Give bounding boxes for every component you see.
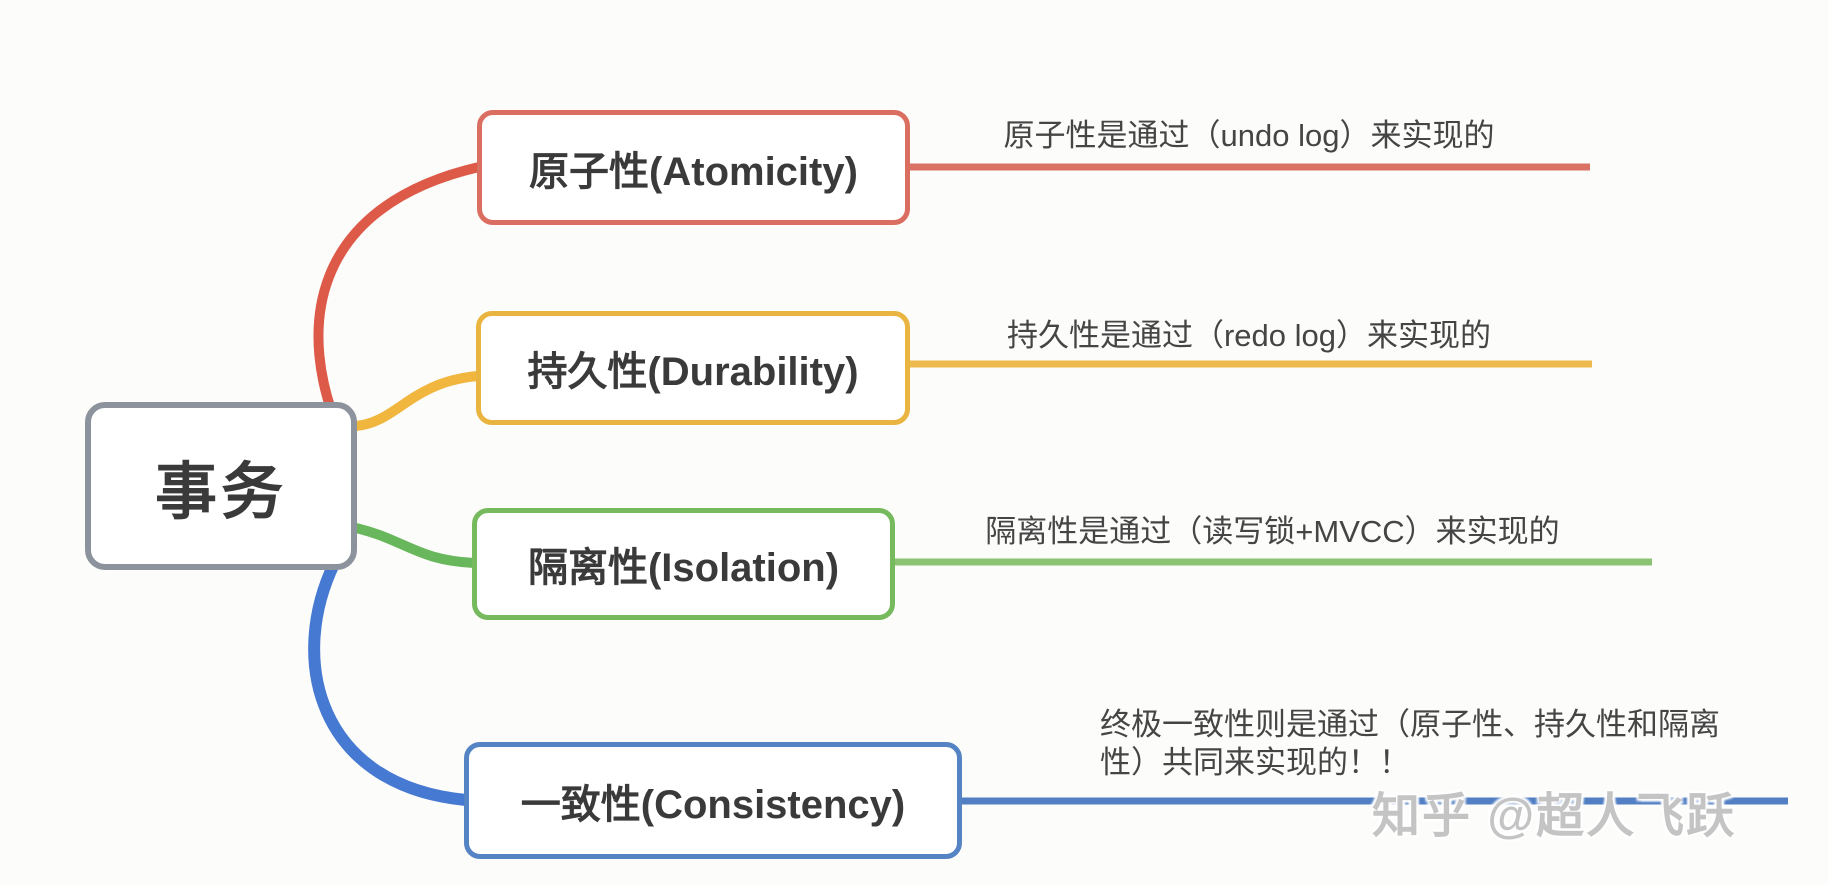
- node-isolation-label: 隔离性(Isolation): [527, 546, 840, 590]
- note-isolation: 隔离性是通过（读写锁+MVCC）来实现的: [985, 514, 1560, 549]
- node-consistency-label: 一致性(Consistency): [520, 782, 906, 827]
- branch-curve-atomicity: [313, 162, 484, 443]
- branch-curve-consistency: [308, 558, 472, 806]
- node-atomicity: 原子性(Atomicity): [477, 110, 910, 225]
- note-consistency: 终极一致性则是通过（原子性、持久性和隔离性）共同来实现的！！: [1100, 707, 1720, 780]
- root-node-label: 事务: [154, 458, 287, 527]
- node-durability-label: 持久性(Durability): [527, 350, 859, 394]
- zhihu-watermark: 知乎 @超人飞跃: [1372, 790, 1737, 843]
- node-consistency: 一致性(Consistency): [464, 742, 962, 859]
- node-atomicity-label: 原子性(Atomicity): [529, 149, 858, 194]
- node-isolation: 隔离性(Isolation): [472, 508, 895, 620]
- node-durability: 持久性(Durability): [476, 311, 910, 425]
- branch-curve-durability: [351, 371, 483, 431]
- branch-curve-isolation: [351, 523, 479, 568]
- root-node-transaction: 事务: [85, 402, 357, 570]
- note-durability: 持久性是通过（redo log）来实现的: [1006, 318, 1492, 353]
- note-atomicity: 原子性是通过（undo log）来实现的: [1003, 118, 1495, 153]
